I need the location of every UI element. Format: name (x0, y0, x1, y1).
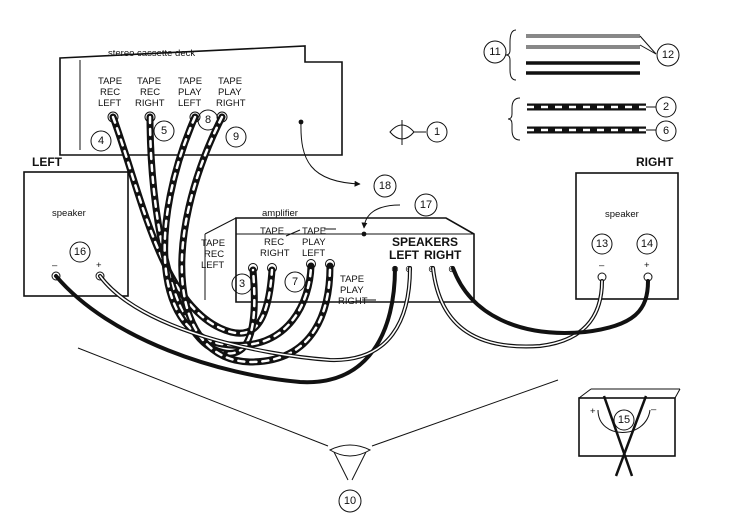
left-speaker-minus: – (52, 260, 58, 271)
callout-16: 16 (74, 246, 86, 258)
cord-rec-left (109, 113, 276, 337)
right-speaker-title: speaker (605, 209, 639, 220)
test-lead-b (614, 395, 648, 477)
amp-rec-right-line2: REC (264, 237, 284, 248)
amp-speakers-right-label: RIGHT (424, 248, 462, 262)
test-loop (597, 409, 651, 433)
speaker-wires (54, 266, 650, 385)
wire-left-minus (54, 266, 397, 385)
amp-play-left-line2: PLAY (302, 237, 326, 248)
deck-title: stereo cassette deck (108, 48, 195, 59)
deck-jack-9-line3: RIGHT (216, 98, 246, 109)
right-speaker-plus: + (644, 260, 650, 271)
crimp-tool-icon: 1 (389, 120, 448, 145)
pointer-arrows: 18 17 (300, 121, 438, 237)
callout-9: 9 (233, 131, 239, 143)
wire-sample-group: 11 12 (483, 29, 680, 81)
left-speaker-plus-terminal (95, 271, 105, 281)
right-speaker: RIGHT speaker 13 14 – + (575, 155, 679, 300)
deck-jack-8-line3: LEFT (178, 98, 201, 109)
cord-sample-group: 2 6 (507, 96, 677, 142)
wire-right-plus (451, 266, 650, 335)
callout-13: 13 (596, 238, 608, 250)
deck-jack-9-line2: PLAY (218, 87, 242, 98)
callout-7: 7 (292, 276, 298, 288)
right-side-label: RIGHT (636, 155, 674, 169)
callout-1: 1 (434, 126, 440, 138)
cassette-deck: stereo cassette deck (59, 45, 343, 156)
amp-play-right-line2: PLAY (340, 285, 364, 296)
deck-jack-4-line2: REC (100, 87, 120, 98)
bottom-pointer: 10 (77, 347, 559, 513)
callout-14: 14 (641, 238, 653, 250)
callout-2: 2 (663, 101, 669, 113)
amp-play-left-line3: LEFT (302, 248, 325, 259)
left-speaker: LEFT speaker 16 – + (23, 155, 129, 297)
callout-10: 10 (344, 495, 356, 507)
amp-speakers-label: SPEAKERS (392, 235, 458, 249)
amp-rec-right-line3: RIGHT (260, 248, 290, 259)
left-speaker-plus: + (96, 260, 102, 271)
deck-jack-5-line2: REC (140, 87, 160, 98)
callout-18: 18 (379, 180, 391, 192)
amp-speaker-terminals: ⊖ ⊕ ⊖ ⊕ (391, 264, 456, 275)
callout-12: 12 (662, 49, 674, 61)
battery-test: + – 15 (578, 388, 681, 477)
amp-rec-left-line2: REC (204, 249, 224, 260)
amp-play-right-line3: RIGHT (338, 296, 368, 307)
left-speaker-minus-terminal (51, 271, 61, 281)
right-speaker-minus: – (599, 260, 605, 271)
amp-jacks (248, 259, 335, 273)
callout-15: 15 (618, 414, 630, 426)
callout-4: 4 (98, 135, 104, 147)
deck-jack-4-line3: LEFT (98, 98, 121, 109)
amp-play-right-line1: TAPE (340, 274, 364, 285)
deck-callouts: 4 5 8 9 (90, 109, 247, 152)
deck-jack-5-line3: RIGHT (135, 98, 165, 109)
callout-11: 11 (489, 46, 500, 58)
deck-jack-labels: TAPE REC LEFT TAPE REC RIGHT TAPE PLAY L… (98, 76, 246, 109)
deck-jack-8-line1: TAPE (178, 76, 202, 87)
deck-jack-9-line1: TAPE (218, 76, 242, 87)
deck-jack-5-line1: TAPE (137, 76, 161, 87)
callout-17: 17 (420, 199, 432, 211)
patch-cords (109, 113, 334, 366)
left-speaker-title: speaker (52, 208, 86, 219)
amp-rec-left-line1: TAPE (201, 238, 225, 249)
amp-speakers-left-label: LEFT (389, 248, 420, 262)
amp-rec-right-line1: TAPE (260, 226, 284, 237)
callout-5: 5 (161, 125, 167, 137)
amplifier-title: amplifier (262, 208, 298, 219)
left-side-label: LEFT (32, 155, 63, 169)
deck-jack-4-line1: TAPE (98, 76, 122, 87)
deck-jack-8-line2: PLAY (178, 87, 202, 98)
battery-minus: – (651, 404, 657, 415)
amp-rec-left-line3: LEFT (201, 260, 224, 271)
callout-3: 3 (239, 278, 245, 290)
callout-8: 8 (205, 114, 211, 126)
amp-play-left-line1: TAPE (302, 226, 326, 237)
test-lead-a (602, 395, 634, 477)
battery-plus: + (590, 406, 596, 417)
callout-6: 6 (663, 125, 669, 137)
amplifier: amplifier TAPE REC RIGHT TAPE REC LEFT T… (201, 208, 475, 307)
